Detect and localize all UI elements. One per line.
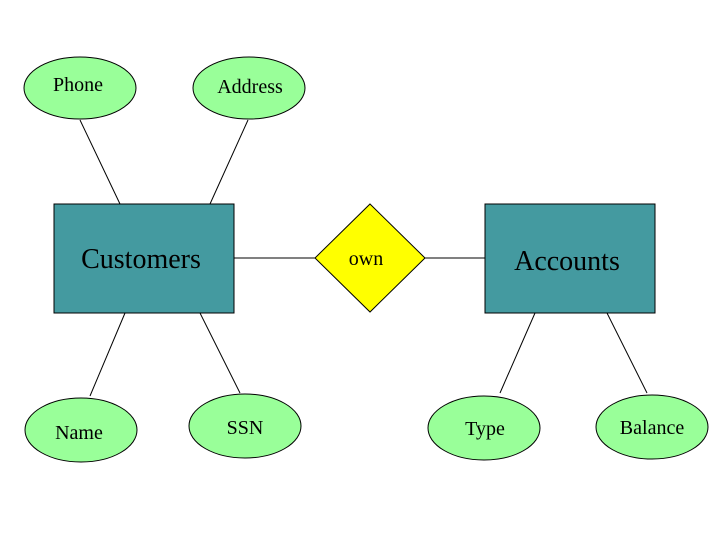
attribute-ssn-shape [188,393,302,459]
relationship-own: own [314,203,426,313]
connector-name-customers [89,312,126,397]
connector-lines [79,119,648,397]
attribute-name: Name [24,397,138,463]
attribute-balance-label: Balance [620,417,685,439]
connector-type-accounts [499,312,536,394]
attribute-address-shape [192,56,306,120]
attribute-phone-shape [23,56,137,120]
entity-accounts: Accounts [484,203,656,314]
relationship-own-label: own [349,248,383,270]
attribute-type-shape [427,395,541,461]
entity-accounts-label: Accounts [514,246,620,277]
entity-customers-shape [53,203,235,314]
entity-customers-label: Customers [81,244,201,275]
entity-customers: Customers [53,203,235,314]
attribute-phone-label: Phone [53,74,103,96]
attribute-ssn: SSN [188,393,302,459]
attribute-type: Type [427,395,541,461]
attribute-balance-shape [595,394,709,460]
entity-accounts-shape [484,203,656,314]
relationship-own-shape [314,203,426,313]
connector-phone-customers [79,119,121,205]
attribute-name-label: Name [55,422,103,444]
attribute-name-shape [24,397,138,463]
connector-balance-accounts [606,312,648,394]
attribute-address: Address [192,56,306,120]
attribute-type-label: Type [465,418,505,440]
attribute-address-label: Address [217,76,283,98]
connector-ssn-customers [199,312,241,394]
attribute-phone: Phone [23,56,137,120]
connector-address-customers [209,119,249,205]
attribute-ssn-label: SSN [227,417,264,439]
attribute-balance: Balance [595,394,709,460]
